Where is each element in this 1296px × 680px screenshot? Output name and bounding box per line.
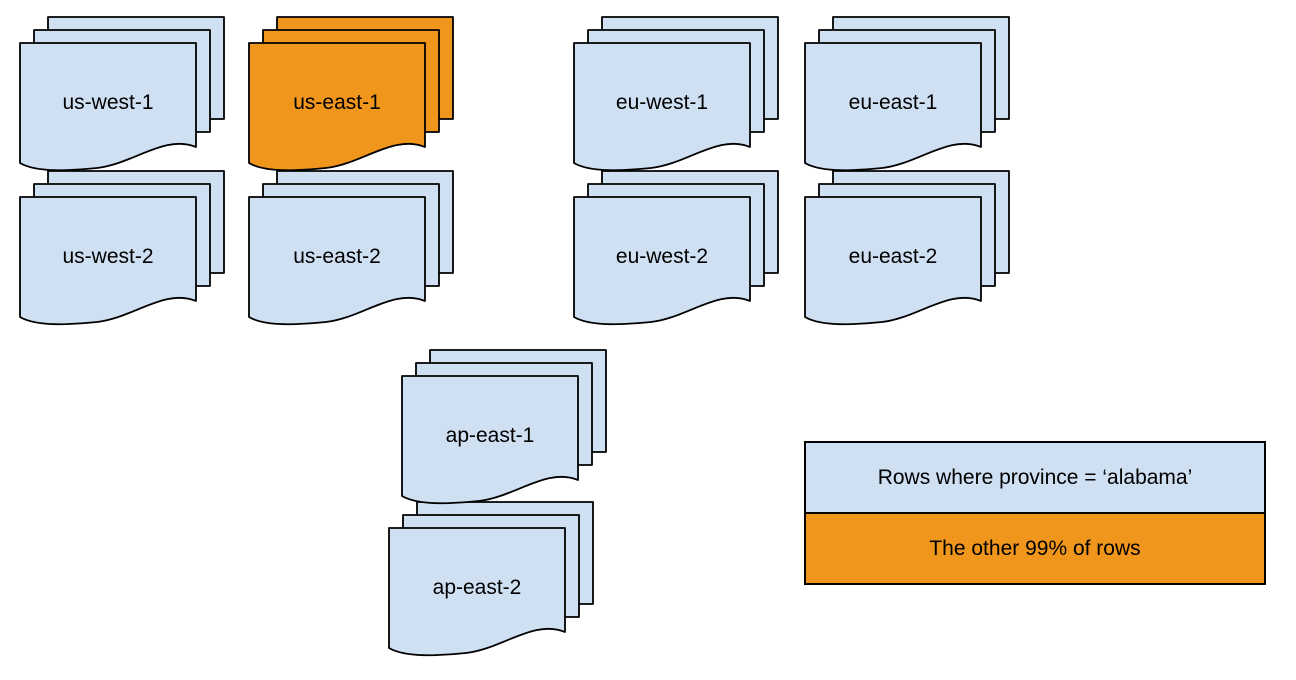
- region-label: ap-east-2: [433, 576, 522, 599]
- document-page-front: [19, 196, 197, 326]
- legend-label-alabama: Rows where province = ‘alabama’: [877, 465, 1193, 489]
- document-pages: [19, 16, 225, 172]
- document-pages: [573, 16, 779, 172]
- document-page-front: [573, 196, 751, 326]
- region-label: us-east-2: [293, 245, 381, 268]
- document-page-front: [19, 42, 197, 172]
- doc-stack-eu-east-1: eu-east-1: [804, 16, 1010, 172]
- document-page-front: [804, 196, 982, 326]
- document-page-front: [804, 42, 982, 172]
- legend-label-other-rows: The other 99% of rows: [929, 536, 1141, 560]
- region-label: eu-west-1: [616, 91, 708, 114]
- region-label: ap-east-1: [446, 424, 535, 447]
- document-pages: [248, 170, 454, 326]
- document-pages: [573, 170, 779, 326]
- legend-row-alabama: Rows where province = ‘alabama’: [806, 443, 1264, 512]
- region-label: us-east-1: [293, 91, 381, 114]
- legend: Rows where province = ‘alabama’ The othe…: [804, 441, 1266, 585]
- doc-stack-us-east-1: us-east-1: [248, 16, 454, 172]
- region-label: eu-east-1: [849, 91, 938, 114]
- region-label: eu-west-2: [616, 245, 708, 268]
- doc-stack-us-west-2: us-west-2: [19, 170, 225, 326]
- doc-stack-eu-east-2: eu-east-2: [804, 170, 1010, 326]
- doc-stack-ap-east-2: ap-east-2: [388, 501, 594, 657]
- document-pages: [388, 501, 594, 657]
- doc-stack-eu-west-2: eu-west-2: [573, 170, 779, 326]
- region-label: us-west-1: [62, 91, 153, 114]
- document-pages-highlighted: [248, 16, 454, 172]
- doc-stack-us-east-2: us-east-2: [248, 170, 454, 326]
- document-page-front: [401, 375, 579, 505]
- document-page-front: [248, 42, 426, 172]
- region-label: us-west-2: [62, 245, 153, 268]
- doc-stack-eu-west-1: eu-west-1: [573, 16, 779, 172]
- document-page-front: [248, 196, 426, 326]
- document-page-front: [388, 527, 566, 657]
- document-pages: [804, 170, 1010, 326]
- legend-row-other-rows: The other 99% of rows: [806, 512, 1264, 583]
- document-pages: [401, 349, 607, 505]
- region-label: eu-east-2: [849, 245, 938, 268]
- document-pages: [804, 16, 1010, 172]
- doc-stack-ap-east-1: ap-east-1: [401, 349, 607, 505]
- document-page-front: [573, 42, 751, 172]
- document-pages: [19, 170, 225, 326]
- doc-stack-us-west-1: us-west-1: [19, 16, 225, 172]
